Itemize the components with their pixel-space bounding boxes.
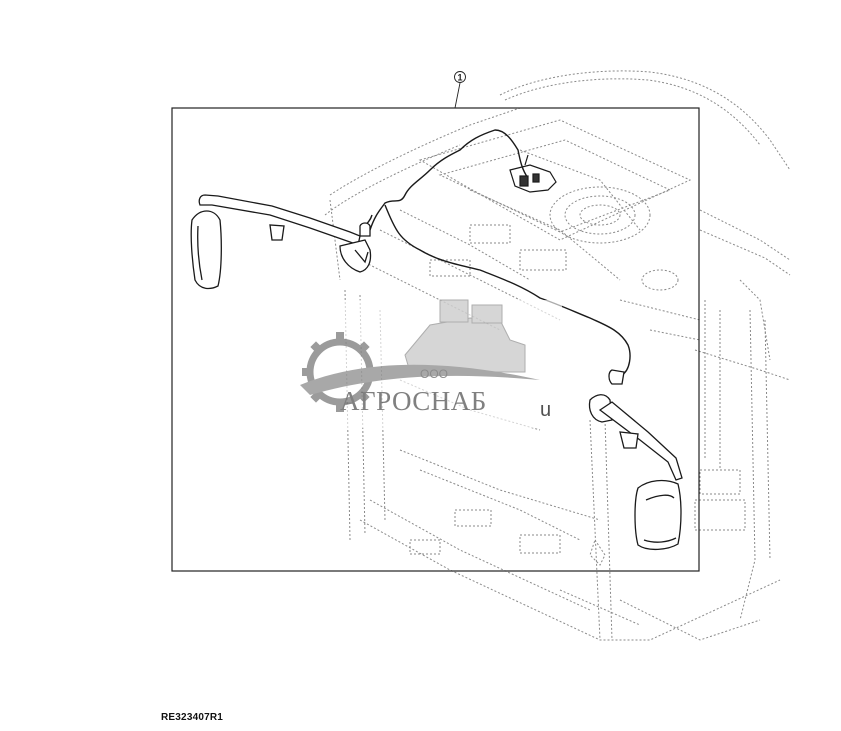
- watermark: ООО АГРОСНАБ u: [272, 299, 562, 428]
- watermark-prefix: ООО: [420, 367, 448, 381]
- watermark-suffix: u: [540, 399, 551, 421]
- harvester-icon: [404, 299, 526, 373]
- callout-number: 1: [457, 73, 462, 83]
- assembly-frame: [171, 107, 700, 572]
- swoosh: [300, 364, 540, 395]
- center-connector: [509, 154, 557, 193]
- part-code-label: RE323407R1: [161, 712, 224, 723]
- callout-1: 1: [454, 71, 466, 109]
- right-mirror-assembly: [588, 369, 683, 551]
- left-mirror-assembly: [190, 194, 372, 290]
- watermark-brand: АГРОСНАБ: [340, 386, 487, 416]
